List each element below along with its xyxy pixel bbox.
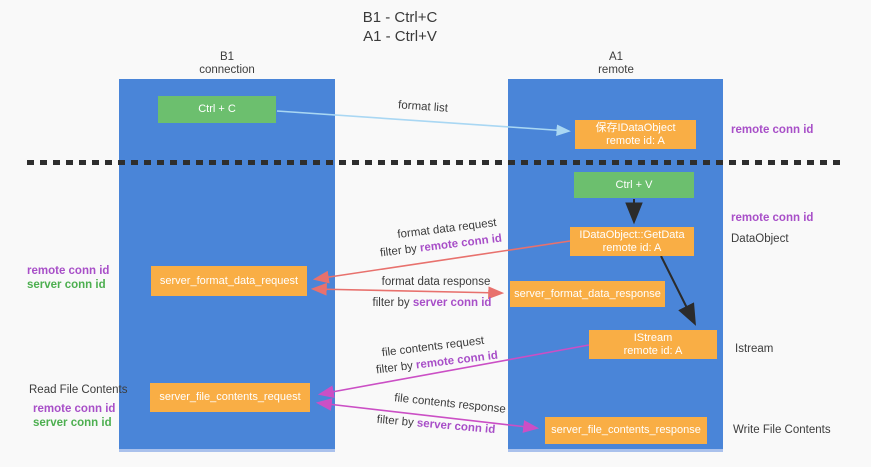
lane-b1-title: B1 bbox=[219, 51, 235, 63]
edge-label-file-contents-response-filter: filter by server conn id bbox=[376, 414, 495, 436]
title-line-2: A1 - Ctrl+V bbox=[363, 28, 437, 45]
node-save-idataobject: 保存IDataObject remote id: A bbox=[575, 120, 696, 149]
save-idataobject-line2: remote id: A bbox=[606, 134, 665, 147]
filter-by-text: filter by bbox=[379, 242, 421, 260]
edge-label-format-list: format list bbox=[397, 99, 449, 115]
left-remote-conn-id: remote conn id bbox=[27, 265, 110, 277]
title-line-1: B1 - Ctrl+C bbox=[362, 9, 438, 26]
node-server-file-contents-response: server_file_contents_response bbox=[545, 417, 707, 444]
left-server-conn-id: server conn id bbox=[27, 279, 106, 291]
ctrl-v-label: Ctrl + V bbox=[615, 178, 653, 191]
edge-label-format-data-response-filter: filter by server conn id bbox=[373, 297, 492, 309]
node-istream: IStream remote id: A bbox=[589, 330, 717, 359]
save-idataobject-line1: 保存IDataObject bbox=[595, 121, 676, 134]
lane-a1-subtitle: remote bbox=[598, 64, 634, 76]
edge-label-format-data-response: format data response bbox=[381, 276, 491, 288]
node-server-format-data-response: server_format_data_response bbox=[510, 281, 665, 307]
istream-line2: remote id: A bbox=[623, 344, 683, 357]
filter-by-text: filter by bbox=[372, 297, 413, 309]
server-conn-id-text: server conn id bbox=[416, 417, 496, 437]
server-file-contents-response-label: server_file_contents_response bbox=[551, 424, 701, 436]
ctrl-c-label: Ctrl + C bbox=[198, 103, 236, 115]
istream-line1: IStream bbox=[633, 331, 673, 344]
node-server-format-data-request: server_format_data_request bbox=[151, 266, 307, 296]
right-dataobject-label: DataObject bbox=[731, 233, 789, 245]
server-conn-id-text: server conn id bbox=[412, 297, 492, 309]
getdata-line1: IDataObject::GetData bbox=[579, 228, 685, 241]
write-file-contents-label: Write File Contents bbox=[733, 424, 831, 436]
node-ctrl-v: Ctrl + V bbox=[574, 172, 694, 198]
edge-label-file-contents-response: file contents response bbox=[393, 392, 507, 416]
right-istream-label: Istream bbox=[735, 343, 774, 355]
left-format-conn-labels: remote conn id server conn id bbox=[27, 264, 109, 292]
filter-by-text: filter by bbox=[376, 413, 418, 430]
read-file-contents-label: Read File Contents bbox=[29, 384, 128, 396]
server-file-contents-request-label: server_file_contents_request bbox=[159, 391, 301, 403]
lane-a1-title: A1 bbox=[608, 51, 624, 63]
node-server-file-contents-request: server_file_contents_request bbox=[150, 383, 310, 412]
server-format-data-response-label: server_format_data_response bbox=[514, 287, 661, 300]
left-file-conn-labels: remote conn id server conn id bbox=[33, 402, 115, 430]
right-remote-conn-id-top: remote conn id bbox=[731, 124, 814, 136]
filter-by-text: filter by bbox=[375, 359, 417, 377]
left-file-server-conn-id: server conn id bbox=[33, 417, 112, 429]
server-format-data-request-label: server_format_data_request bbox=[159, 274, 299, 287]
node-ctrl-c: Ctrl + C bbox=[158, 96, 276, 123]
dashed-separator-line bbox=[27, 160, 845, 165]
diagram-title: B1 - Ctrl+C A1 - Ctrl+V bbox=[363, 8, 438, 46]
getdata-line2: remote id: A bbox=[602, 241, 662, 254]
lane-header-a1: A1 remote bbox=[598, 51, 634, 77]
left-file-remote-conn-id: remote conn id bbox=[33, 403, 116, 415]
lane-b1-subtitle: connection bbox=[199, 64, 255, 76]
lane-header-b1: B1 connection bbox=[199, 51, 255, 77]
node-idataobject-getdata: IDataObject::GetData remote id: A bbox=[570, 227, 694, 256]
right-remote-conn-id-mid: remote conn id bbox=[731, 212, 814, 224]
edge-format-data-response bbox=[310, 282, 505, 300]
